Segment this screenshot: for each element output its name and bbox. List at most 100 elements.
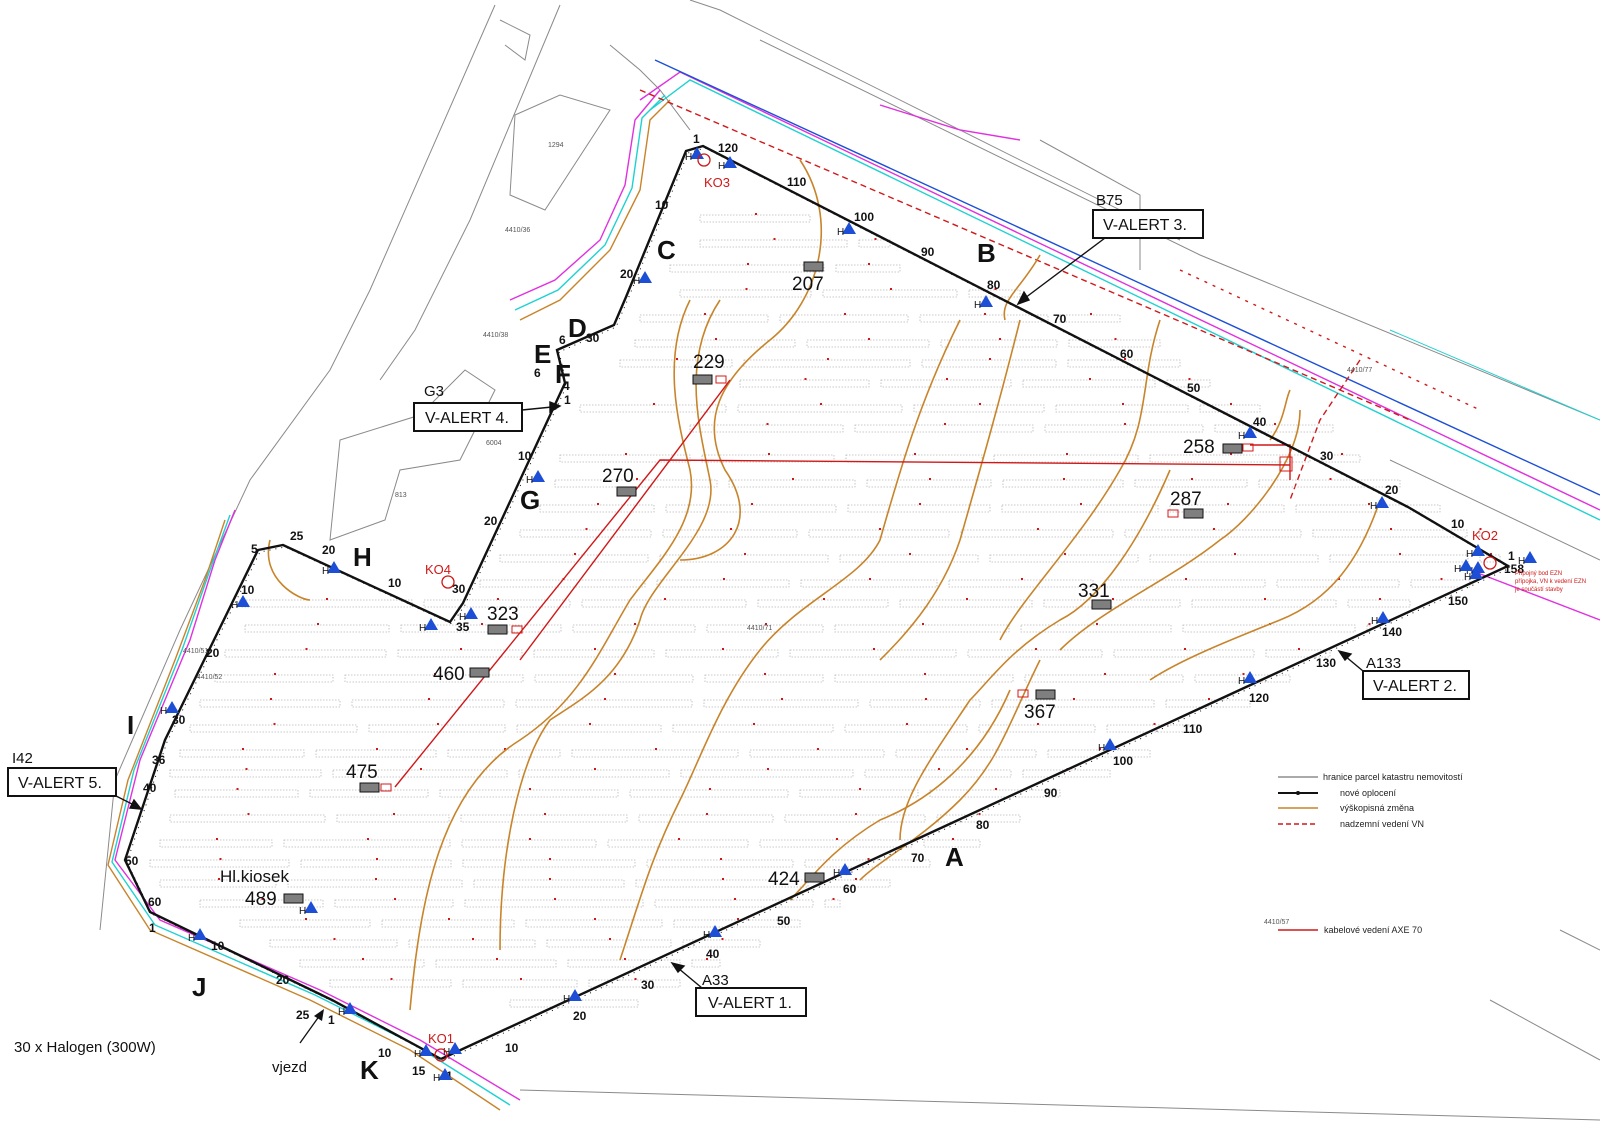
camera-icon: H [833,863,852,879]
solar-panel-row [1265,649,1331,658]
solar-panel-row [607,839,749,848]
solar-panel-row [571,749,739,758]
fence-post-number: 50 [1187,381,1201,395]
cable-axe70 [394,379,1291,788]
lighting-note: 30 x Halogen (300W) [14,1039,156,1056]
solar-panel-row [518,769,670,778]
panel-marker [755,213,757,215]
panel-marker [890,288,892,290]
segment-label-g: G [520,485,540,515]
building-number: 258 [1183,437,1215,458]
solar-panel-row [1347,599,1411,608]
solar-panel-row [921,359,1057,368]
solar-panel-row [299,959,425,968]
segment-label-j: J [192,972,206,1002]
camera-icon: H [563,989,582,1005]
panel-marker [594,648,596,650]
panel-marker [597,503,599,505]
panel-marker [1112,598,1114,600]
fence-post-number: 100 [1113,754,1133,768]
solar-panel-row [866,479,992,488]
panel-marker [247,813,250,815]
alerts: A33 V-ALERT 1. A133 V-ALERT 2. B75 V-ALE… [7,192,1470,1017]
solar-panel-row [779,314,909,323]
building-number: 424 [768,869,800,890]
solar-panel-row [858,239,891,248]
camera-label: H [526,475,533,486]
panel-marker [376,748,378,750]
solar-panel-row [948,579,1094,588]
solar-panel-row [579,404,727,413]
solar-panel-row [329,979,452,988]
solar-panel-row [534,674,694,683]
solar-panel-row [283,839,451,848]
ko2-note-line: přípojka, VN k vedení EZN [1515,579,1586,585]
fence-post-number: 80 [987,278,1001,292]
legend-parcels: hranice parcel katastru nemovitostí [1323,772,1463,782]
fence-post-number: 25 [290,529,304,543]
fence-post-number: 120 [1249,691,1269,705]
solar-panel-row [439,789,619,798]
camera-label: H [433,1073,440,1084]
panel-marker [305,918,307,920]
solar-panel-row [1258,479,1401,488]
panel-marker [273,723,276,725]
solar-panel-row [1312,529,1468,538]
solar-panel-row [743,359,911,368]
camera-icon: H [419,618,438,634]
camera-label: H [1454,564,1461,575]
solar-panel-row [704,674,824,683]
segment-label-b: B [977,238,996,268]
panel-marker [594,918,596,920]
legend-contour: výškopisná změna [1340,803,1414,813]
camera-icon: H [1454,559,1473,575]
panel-marker [625,453,627,455]
camera-label: H [459,612,466,623]
solar-panel-row [619,359,733,368]
camera-icon: H [188,928,207,944]
entrance: vjezd [272,1009,324,1076]
panel-marker [594,768,596,770]
alert-id-a33: A33 [702,972,729,989]
solar-panel-row [1024,674,1184,683]
panel-marker [585,528,588,530]
kiosk-label-ko2: KO2 [1472,528,1498,543]
solar-panel-row [1124,529,1302,538]
fence-post-number: 20 [322,543,336,557]
building-box [692,374,713,385]
panel-marker [817,748,819,750]
building-box [283,893,304,904]
kiosk-symbol [697,153,711,167]
camera-label: H [1464,572,1471,583]
panel-marker [1124,358,1126,360]
fence-post-number: 30 [172,713,186,727]
panel-marker [236,788,239,790]
parcel-label: 4410/36 [505,227,530,234]
building-box [616,486,637,497]
panel-marker [274,673,276,675]
panel-marker [624,958,626,960]
solar-panel-row [1059,314,1121,323]
solar-panel-row [680,769,854,778]
solar-panel-row [462,859,636,868]
panel-marker [529,788,531,790]
panel-marker [655,748,657,750]
solar-panel-row [699,214,811,223]
building-number: 489 [245,889,277,910]
solar-panel-row [880,379,1012,388]
camera-icon: H [1518,551,1537,567]
panel-marker [868,263,870,265]
panel-marker [504,748,506,750]
fence-post-number: 10 [1451,517,1465,531]
panel-marker [614,673,616,675]
panel-marker [1073,698,1075,700]
panel-marker [721,938,724,940]
alert-label-1: V-ALERT 1. [708,995,792,1012]
panel-marker [219,858,222,860]
panel-marker [1379,598,1381,600]
panel-marker [634,978,637,980]
solar-panel-row [334,899,454,908]
panel-marker [730,528,732,530]
segment-label-e: E [534,339,551,369]
solar-panel-row [808,529,950,538]
